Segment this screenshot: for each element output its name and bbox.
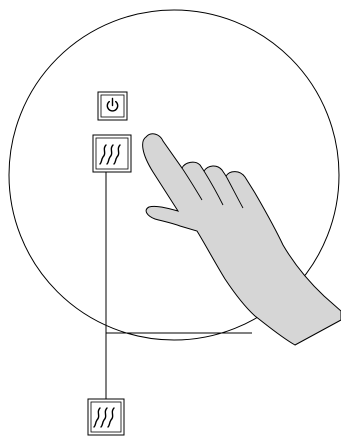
power-button[interactable] xyxy=(98,92,127,120)
pointing-hand-icon xyxy=(143,134,341,345)
heat-button-detail xyxy=(88,399,124,435)
heat-button[interactable] xyxy=(93,135,131,172)
